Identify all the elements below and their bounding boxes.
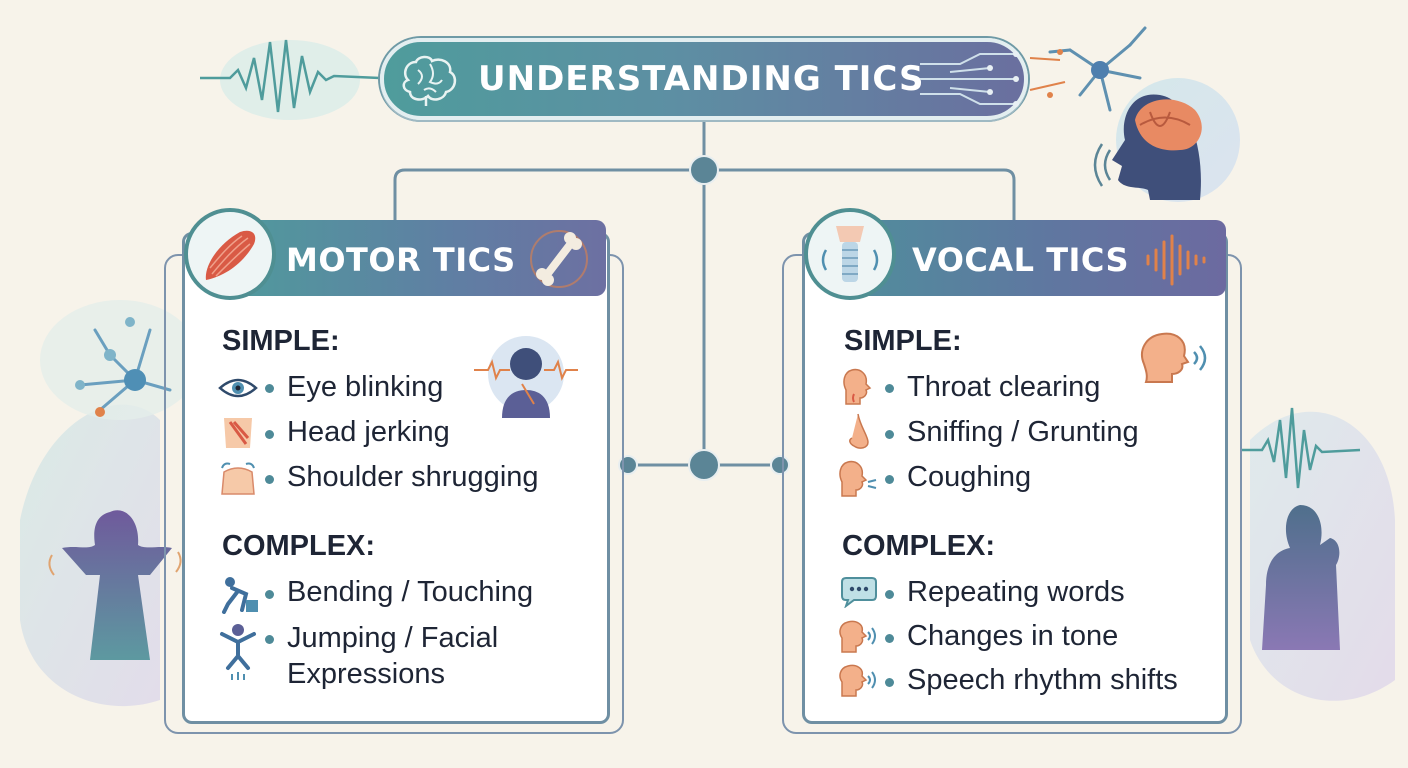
shoulders-icon — [221, 462, 255, 495]
vocal-complex-item: Changes in tone — [907, 620, 1119, 652]
motor-simple-item: Eye blinking — [287, 371, 444, 403]
nose-icon — [849, 413, 869, 449]
coughing-face-icon — [839, 460, 877, 497]
bullet — [265, 384, 274, 393]
vocal-simple-item: Throat clearing — [907, 371, 1101, 403]
vocal-simple-heading: SIMPLE: — [844, 325, 962, 357]
circuit-lines-decoration — [920, 51, 1019, 107]
soundwave-icon — [1146, 234, 1206, 286]
talking-head-icon — [839, 664, 876, 697]
motor-simple-heading: SIMPLE: — [222, 325, 340, 357]
page-title: UNDERSTANDING TICS — [478, 59, 925, 99]
vocal-header-bar — [830, 220, 1226, 296]
speaking-head-icon — [1141, 332, 1207, 383]
bullet — [885, 590, 894, 599]
bullet — [885, 475, 894, 484]
bullet — [265, 635, 274, 644]
bullet — [265, 430, 274, 439]
person-neck-icon — [474, 336, 578, 418]
vocal-complex-heading: COMPLEX: — [842, 530, 996, 562]
vocal-complex-item: Repeating words — [907, 576, 1125, 608]
muscle-icon — [205, 230, 256, 280]
throat-icon — [821, 226, 879, 282]
bullet — [265, 590, 274, 599]
head-silhouette-icon — [1093, 94, 1202, 200]
eye-icon — [218, 378, 258, 398]
waveform-right — [1240, 407, 1361, 489]
bullet — [885, 384, 894, 393]
vocal-simple-item: Sniffing / Grunting — [907, 416, 1139, 448]
brain-icon — [402, 55, 457, 106]
motor-header-title: MOTOR TICS — [286, 241, 516, 279]
motor-panel — [182, 232, 610, 724]
speech-bubble-icon — [841, 577, 877, 608]
vocal-header-title: VOCAL TICS — [912, 241, 1130, 279]
woman-silhouette — [62, 510, 172, 660]
motor-complex-heading: COMPLEX: — [222, 530, 376, 562]
vocal-complex-item: Speech rhythm shifts — [907, 664, 1178, 696]
connector-nodes — [618, 155, 790, 481]
motor-complex-item-continuation: Expressions — [287, 658, 445, 690]
vocal-simple-item: Coughing — [907, 461, 1032, 493]
motor-simple-item: Head jerking — [287, 416, 450, 448]
bullet — [885, 430, 894, 439]
bullet — [265, 475, 274, 484]
bullet — [885, 678, 894, 687]
bending-figure-icon — [222, 577, 258, 614]
waveform-top-left — [200, 39, 381, 113]
motor-header-bar — [214, 220, 606, 296]
jumping-figure-icon — [220, 624, 256, 680]
motor-complex-item: Bending / Touching — [287, 576, 534, 608]
bone-icon — [530, 230, 588, 288]
throat-clearing-icon — [843, 368, 872, 405]
bullet — [885, 634, 894, 643]
talking-head-icon — [839, 620, 876, 653]
neck-icon — [224, 418, 252, 448]
motor-simple-item: Shoulder shrugging — [287, 461, 539, 493]
man-silhouette — [1262, 505, 1340, 650]
motor-complex-item: Jumping / Facial — [287, 622, 499, 654]
